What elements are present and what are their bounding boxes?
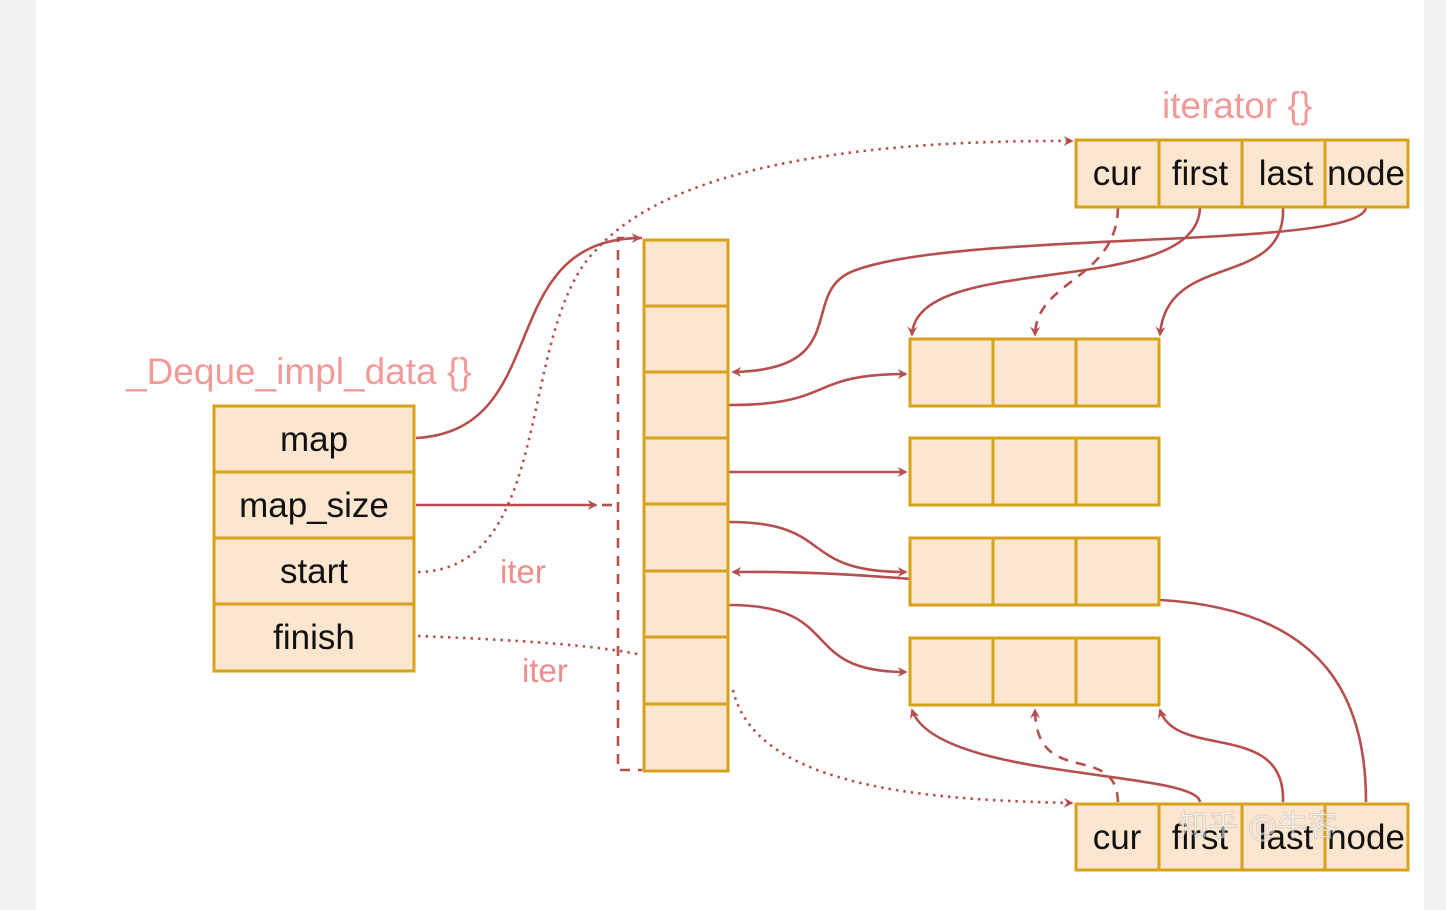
buffer-cell <box>991 636 1078 707</box>
dashed-bracket <box>616 236 642 772</box>
connectors <box>415 135 1368 808</box>
map-slot <box>642 569 730 639</box>
iter-cell-node <box>1323 138 1410 209</box>
field-cell-start <box>212 536 416 606</box>
arrow-iter-first <box>907 207 1202 337</box>
iter-last-label: last <box>1259 154 1314 193</box>
deque-impl-struct: _Deque_impl_data {} map map_size start f… <box>125 351 472 673</box>
field-cell-map <box>212 404 416 474</box>
buffer-cell <box>908 337 995 408</box>
map-slot <box>642 436 730 506</box>
iter-cell-cur <box>1074 138 1161 209</box>
iterator-struct-title: iterator {} <box>1162 85 1312 126</box>
buffer-cell <box>908 636 995 707</box>
map-slot <box>642 370 730 440</box>
arrow-finish-node <box>731 566 1368 803</box>
field-map-size-label: map_size <box>239 486 389 525</box>
buffer-cell <box>991 436 1078 507</box>
buffer-1 <box>908 337 1161 408</box>
arrow-start-iterator <box>417 135 1074 574</box>
iter-cell-first <box>1157 138 1244 209</box>
finish-iterator-struct: cur first last node <box>1074 802 1410 872</box>
content-card: _Deque_impl_data {} map map_size start f… <box>36 0 1424 910</box>
iter-node-label: node <box>1327 154 1405 193</box>
buffer-cell <box>991 337 1078 408</box>
arrow-finish-cur <box>1030 708 1120 803</box>
finish-last-label: last <box>1259 818 1314 857</box>
iter-cell-last <box>1240 138 1327 209</box>
map-slot <box>642 702 730 773</box>
map-slot <box>642 635 730 706</box>
iter-first-label: first <box>1172 154 1229 193</box>
arrow-finish-first <box>910 708 1202 803</box>
iter-label-start: iter <box>500 553 546 590</box>
arrow-iter-last <box>1155 207 1285 337</box>
map-slot <box>642 304 730 374</box>
iterator-struct: iterator {} cur first last node <box>1074 85 1410 209</box>
finish-first-label: first <box>1172 818 1229 857</box>
buffer-cell <box>908 536 995 607</box>
arrow-slot7-buffer4 <box>728 603 908 677</box>
buffer-cell <box>1074 536 1161 607</box>
iter-label-finish: iter <box>522 652 568 689</box>
buffer-cell <box>1074 436 1161 507</box>
arrow-slot3-buffer1 <box>728 369 908 407</box>
field-start-label: start <box>280 552 348 591</box>
buffer-4 <box>908 636 1161 707</box>
arrow-array-to-finish-iterator <box>731 689 1074 808</box>
field-map-label: map <box>280 420 348 459</box>
map-array <box>642 238 730 773</box>
buffer-cell <box>991 536 1078 607</box>
buffer-2 <box>908 436 1161 507</box>
arrow-finish-last <box>1157 708 1285 803</box>
field-cell-map-size <box>212 470 416 540</box>
arrow-map-to-array <box>415 233 642 440</box>
buffer-cell <box>1074 636 1161 707</box>
arrow-iter-cur <box>1030 207 1120 337</box>
deque-diagram: _Deque_impl_data {} map map_size start f… <box>125 85 1410 872</box>
arrow-iter-node <box>731 207 1368 377</box>
field-cell-finish <box>212 602 416 673</box>
buffer-3 <box>908 536 1161 607</box>
buffer-cell <box>908 436 995 507</box>
buffer-cell <box>1074 337 1161 408</box>
arrow-slot5-buffer3 <box>728 520 908 577</box>
finish-cur-label: cur <box>1093 818 1142 857</box>
finish-cell-node <box>1323 802 1410 872</box>
watermark: 知乎 @牛客 <box>1178 809 1338 844</box>
field-finish-label: finish <box>273 618 355 657</box>
map-slot <box>642 502 730 573</box>
finish-cell-first <box>1157 802 1244 872</box>
iter-cur-label: cur <box>1093 154 1142 193</box>
map-slot <box>642 238 730 308</box>
finish-node-label: node <box>1327 818 1405 857</box>
deque-struct-title: _Deque_impl_data {} <box>125 351 472 392</box>
